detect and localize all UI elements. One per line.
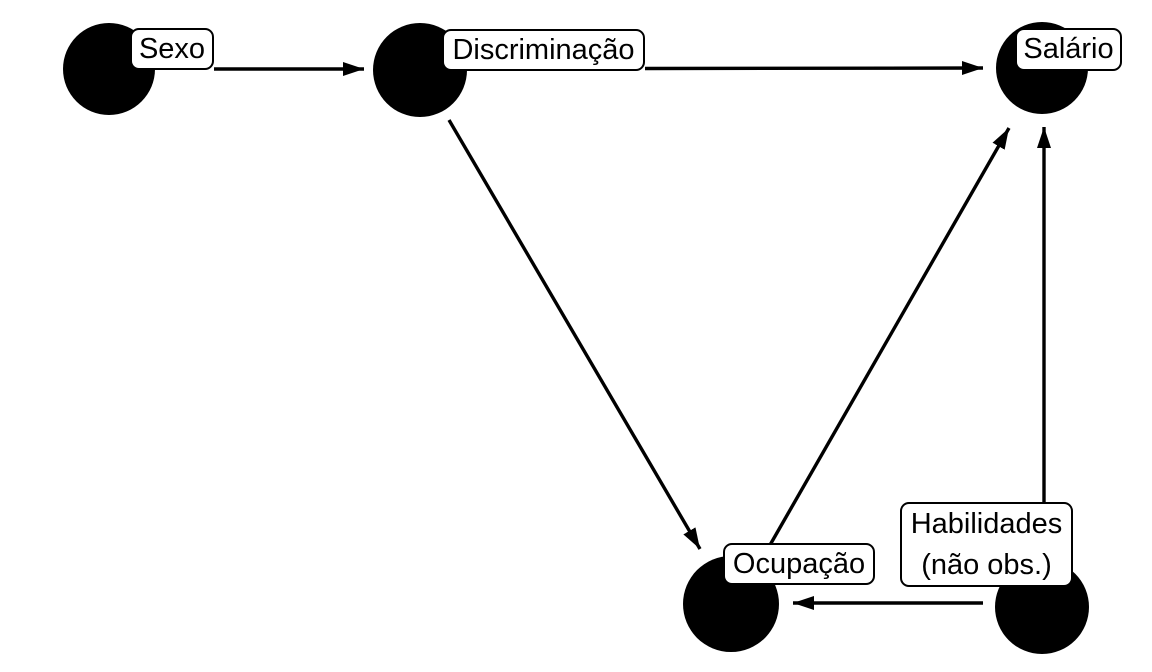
edge-discriminacao-to-salario xyxy=(644,61,984,76)
edge-discriminacao-to-ocupacao xyxy=(447,119,702,550)
edge-group xyxy=(214,61,1051,610)
node-label-ocupacao: Ocupação xyxy=(723,543,875,585)
edge-ocupacao-to-salario xyxy=(768,127,1011,546)
node-label-sexo: Sexo xyxy=(130,28,214,70)
node-label-sexo-text: Sexo xyxy=(138,32,206,65)
node-label-salario-text: Salário xyxy=(1023,33,1114,65)
node-label-salario: Salário xyxy=(1015,28,1122,71)
node-label-discriminacao: Discriminação xyxy=(442,29,645,71)
node-label-habilidades-text-line1: Habilidades xyxy=(910,507,1063,540)
node-label-habilidades-text-line2: (não obs.) xyxy=(921,548,1052,581)
node-label-discriminacao-text: Discriminação xyxy=(452,33,635,66)
node-label-ocupacao-text: Ocupação xyxy=(732,547,866,580)
node-label-habilidades: Habilidades (não obs.) xyxy=(900,502,1073,587)
